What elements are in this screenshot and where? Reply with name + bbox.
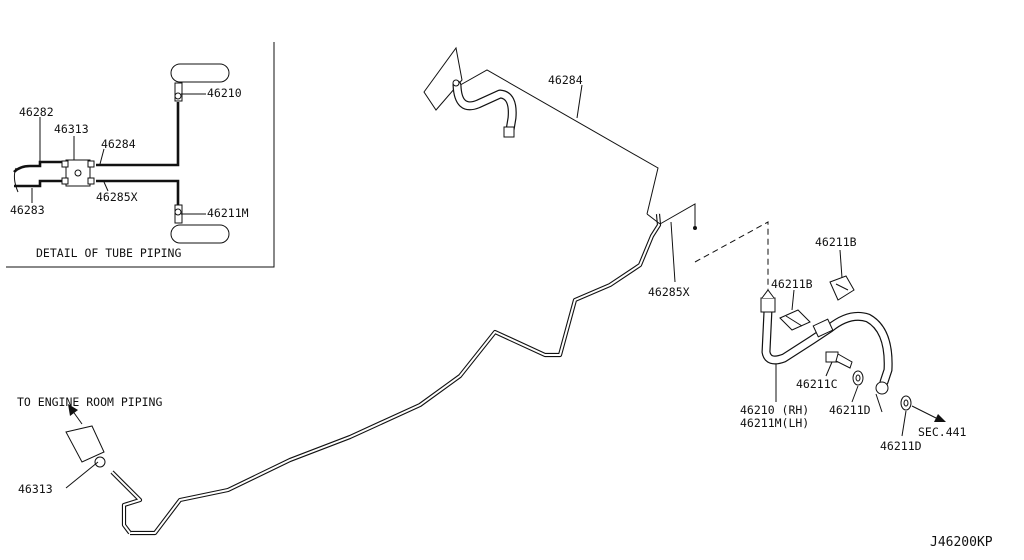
detail-inset: 46282 46313 46284 46283 46285X 46210 462… (6, 42, 275, 268)
washer-46211d-a (852, 370, 864, 386)
label-46284: 46284 (548, 73, 583, 87)
label-46211b-middle: 46211B (771, 277, 813, 291)
leader-46285x (670, 221, 676, 283)
wheel-cylinder-top (170, 63, 230, 83)
label-46282-detail: 46282 (19, 105, 54, 119)
detail-caption: DETAIL OF TUBE PIPING (36, 246, 181, 260)
detail-tube-46284 (96, 102, 180, 167)
hose-crimp (812, 318, 834, 338)
label-46210-detail: 46210 (207, 86, 242, 100)
label-46211d-b: 46211D (880, 439, 922, 453)
hose-fitting-upper (760, 297, 776, 313)
fitting-46210-detail (174, 92, 182, 100)
label-46211m-detail: 46211M (207, 206, 249, 220)
flex-hose-assembly (760, 249, 946, 437)
tube-break-mark (13, 167, 19, 193)
bracket-upper (423, 46, 463, 111)
detail-tube-46285x (96, 179, 180, 205)
tube-46285x (659, 203, 769, 296)
label-46211c: 46211C (796, 377, 838, 391)
fitting-46211m-detail (174, 208, 182, 216)
label-46284-detail: 46284 (101, 137, 136, 151)
junction-bracket (65, 425, 105, 463)
hose-46210-detail (174, 82, 183, 102)
diagram-code: J46200KP (930, 535, 993, 550)
connection-dashed-line (694, 221, 769, 296)
label-46283-detail: 46283 (10, 203, 45, 217)
arrow-sec441 (911, 405, 937, 419)
leader-46284 (576, 84, 583, 119)
label-46285x-detail: 46285X (96, 190, 138, 204)
label-46211b-top: 46211B (815, 235, 857, 249)
label-sec441: SEC.441 (918, 425, 967, 439)
detail-tube-46283 (14, 179, 62, 188)
label-46211m-lh: 46211M(LH) (740, 416, 809, 430)
banjo-fitting (875, 381, 889, 395)
tube-46284 (423, 46, 661, 225)
label-46211d-a: 46211D (829, 403, 871, 417)
label-46313: 46313 (18, 482, 53, 496)
arrow-engine-room (68, 404, 78, 416)
detail-tube-46282 (13, 160, 62, 173)
main-brake-tube (110, 213, 662, 536)
label-46210-rh: 46210 (RH) (740, 403, 809, 417)
wheel-cylinder-bottom (170, 224, 230, 244)
clip-46211b-middle (779, 309, 811, 331)
clip-46211b-top (829, 275, 855, 301)
engine-room-piping (65, 404, 106, 489)
leader-46313 (65, 461, 99, 489)
detail-frame (6, 42, 275, 268)
junction-46313 (94, 456, 106, 468)
label-46285x: 46285X (648, 285, 690, 299)
washer-46211d-b (900, 395, 912, 411)
label-46313-detail: 46313 (54, 122, 89, 136)
label-engine-room-piping: TO ENGINE ROOM PIPING (17, 395, 162, 409)
